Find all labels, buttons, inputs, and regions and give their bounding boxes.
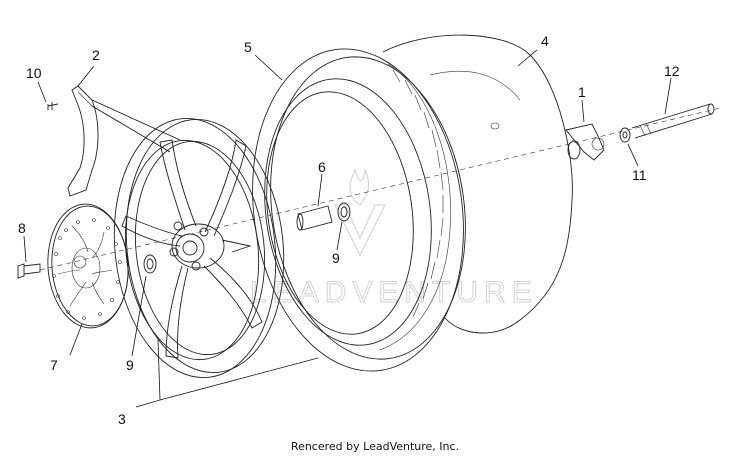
callout-7: 7 (50, 357, 58, 373)
part-11-washer (619, 127, 631, 143)
part-7-brake-disc (47, 203, 129, 329)
part-3-wheel (113, 117, 285, 379)
callout-8: 8 (18, 220, 26, 236)
part-12-axle (631, 103, 715, 139)
callout-12: 12 (664, 63, 680, 79)
callout-9-wheel-bearing: 9 (126, 357, 134, 373)
callout-5: 5 (244, 39, 252, 55)
part-2-bracket (67, 85, 99, 197)
callout-9-spacer-bearing: 9 (332, 250, 340, 266)
callout-10: 10 (26, 65, 42, 81)
callout-1: 1 (578, 84, 586, 100)
part-8-bolt (17, 263, 41, 279)
callout-labels: 1 2 3 4 5 6 7 8 9 9 10 11 12 (18, 33, 680, 427)
callout-4: 4 (541, 33, 549, 49)
callout-11: 11 (632, 167, 647, 183)
part-10-screw (47, 102, 59, 110)
part-6-spacer (296, 205, 333, 231)
part-9-bearings (143, 202, 351, 274)
part-5-tire (252, 48, 466, 372)
footer-credit: Rencered by LeadVenture, Inc. (290, 440, 460, 453)
leader-lines (23, 49, 672, 408)
part-4-tire-cover (382, 34, 573, 334)
watermark-text: LEADVENTURE (250, 276, 538, 309)
callout-2: 2 (92, 47, 100, 63)
callout-6: 6 (318, 159, 326, 175)
callout-3: 3 (118, 411, 126, 427)
part-1-drive (565, 123, 605, 161)
